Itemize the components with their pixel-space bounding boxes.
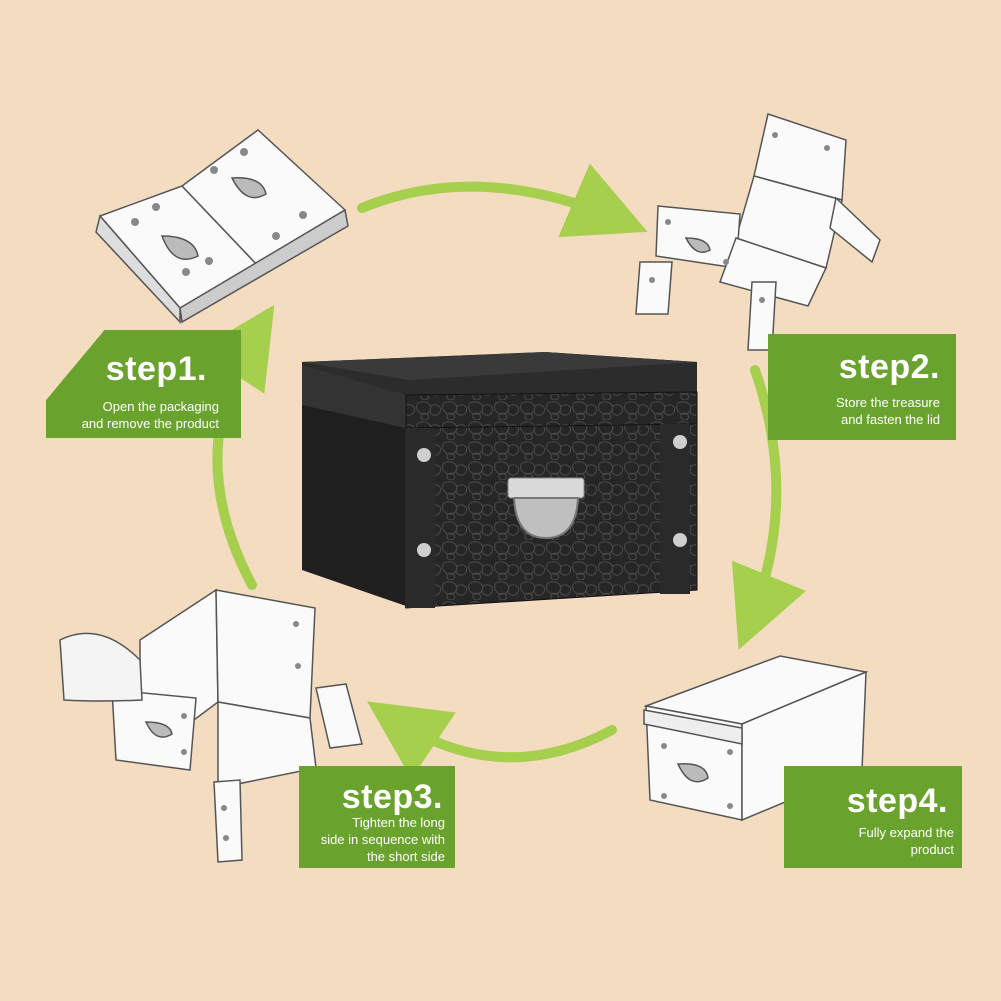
step4-desc-line: product bbox=[910, 842, 954, 857]
step2-title: step2. bbox=[838, 348, 940, 386]
step2-unfolded-box-illustration bbox=[635, 113, 881, 351]
center-storage-box bbox=[302, 352, 698, 609]
arrow-step2-to-step4 bbox=[731, 365, 806, 650]
step3-desc-line: the short side bbox=[366, 849, 445, 864]
step4-assembled-box-illustration bbox=[643, 655, 869, 822]
step3-desc-line: side in sequence with bbox=[320, 832, 445, 847]
step1-description: Open the packaging and remove the produc… bbox=[46, 398, 219, 432]
step1-title: step1. bbox=[105, 350, 207, 388]
step3-assembly-illustration bbox=[59, 588, 363, 863]
step2-card: step2. Store the treasure and fasten the… bbox=[768, 334, 956, 440]
step3-title: step3. bbox=[341, 778, 443, 816]
step4-description: Fully expand the product bbox=[794, 824, 954, 858]
step3-card: step3. Tighten the long side in sequence… bbox=[299, 766, 455, 868]
step1-desc-line: Open the packaging bbox=[102, 399, 219, 414]
step2-description: Store the treasure and fasten the lid bbox=[770, 394, 940, 428]
step3-description: Tighten the long side in sequence with t… bbox=[299, 814, 445, 865]
arrow-step4-to-step3 bbox=[367, 701, 617, 780]
step4-desc-line: Fully expand the bbox=[858, 825, 954, 840]
step1-folded-box-illustration bbox=[95, 129, 349, 324]
step2-desc-line: Store the treasure bbox=[835, 395, 940, 410]
box-handle-plate bbox=[507, 477, 585, 499]
arrow-step1-to-step2 bbox=[357, 163, 648, 238]
step1-desc-line: and remove the product bbox=[81, 416, 219, 431]
step2-desc-line: and fasten the lid bbox=[840, 412, 940, 427]
step4-title: step4. bbox=[846, 782, 948, 820]
box-handle-icon bbox=[512, 497, 580, 540]
step4-card: step4. Fully expand the product bbox=[784, 766, 962, 868]
step3-desc-line: Tighten the long bbox=[352, 815, 445, 830]
